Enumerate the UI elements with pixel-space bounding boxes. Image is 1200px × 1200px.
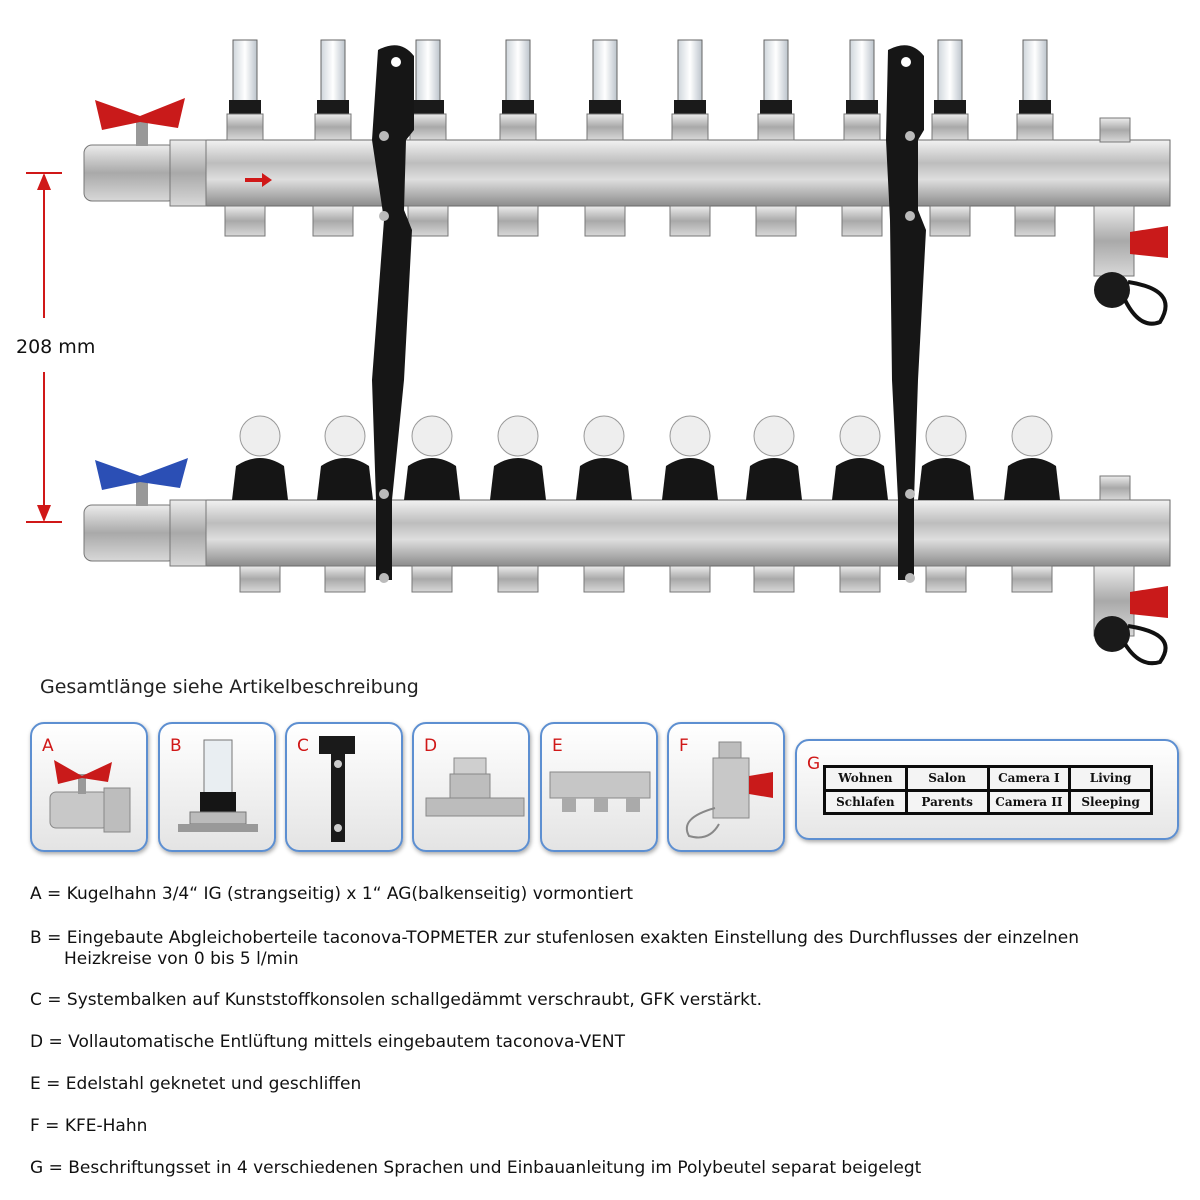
drain-valve-bottom	[1093, 475, 1168, 666]
thumbnail-letter: E	[552, 736, 563, 756]
legend-text: D = Vollautomatische Entlüftung mittels …	[30, 1032, 625, 1052]
legend-text: E = Edelstahl geknetet und geschliffen	[30, 1074, 362, 1094]
ball-valve-top	[83, 98, 207, 207]
thumbnail-letter: B	[170, 736, 182, 756]
label-cell: Camera II	[989, 791, 1069, 812]
label-cell: Camera I	[989, 768, 1069, 789]
thumbnail-ball-valve: A	[30, 722, 148, 852]
legend-item-b: B = Eingebaute Abgleichoberteile taconov…	[30, 928, 1190, 970]
thumbnail-letter: D	[424, 736, 438, 756]
dimension-label: 208 mm	[16, 336, 96, 358]
label-cell: Salon	[907, 768, 987, 789]
total-length-note: Gesamtlänge siehe Artikelbeschreibung	[40, 676, 419, 698]
legend-text: B = Eingebaute Abgleichoberteile taconov…	[30, 928, 1080, 948]
supply-bar	[204, 139, 1171, 207]
legend-item-f: F = KFE-Hahn	[30, 1116, 1190, 1137]
valve-caps	[232, 415, 1060, 593]
thumbnail-bracket: C	[285, 722, 403, 852]
thumbnail-drain-valve: F	[667, 722, 785, 852]
dimension-arrow	[26, 172, 62, 523]
manifold-photo	[26, 39, 1171, 666]
legend-text: C = Systembalken auf Kunststoffkonsolen …	[30, 990, 763, 1010]
thumbnail-letter: F	[679, 736, 689, 756]
return-bar	[204, 499, 1171, 567]
label-strip: Wohnen Salon Camera I Living Schlafen Pa…	[823, 765, 1153, 815]
legend-text: G = Beschriftungsset in 4 verschiedenen …	[30, 1158, 922, 1178]
thumbnail-flow-meter: B	[158, 722, 276, 852]
label-cell: Sleeping	[1071, 791, 1150, 812]
thumbnail-letter: C	[297, 736, 309, 756]
drain-valve-top	[1093, 117, 1168, 326]
thumbnail-letter: A	[42, 736, 54, 756]
thumbnail-letter: G	[807, 754, 821, 774]
label-cell: Living	[1071, 768, 1150, 789]
label-set-card: G Wohnen Salon Camera I Living Schlafen …	[795, 739, 1179, 840]
legend-item-g: G = Beschriftungsset in 4 verschiedenen …	[30, 1158, 1190, 1179]
thumbnail-steel-bar: E	[540, 722, 658, 852]
legend-item-d: D = Vollautomatische Entlüftung mittels …	[30, 1032, 1190, 1053]
legend-text-continuation: Heizkreise von 0 bis 5 l/min	[64, 949, 299, 969]
label-cell: Schlafen	[826, 791, 905, 812]
label-cell: Wohnen	[826, 768, 905, 789]
legend-text: F = KFE-Hahn	[30, 1116, 148, 1136]
ball-valve-bottom	[83, 458, 207, 567]
legend-item-e: E = Edelstahl geknetet und geschliffen	[30, 1074, 1190, 1095]
mounting-brackets	[372, 45, 926, 583]
flow-meters	[224, 39, 1056, 237]
legend-text: A = Kugelhahn 3/4“ IG (strangseitig) x 1…	[30, 884, 634, 904]
legend-item-c: C = Systembalken auf Kunststoffkonsolen …	[30, 990, 1190, 1011]
legend-item-a: A = Kugelhahn 3/4“ IG (strangseitig) x 1…	[30, 884, 1190, 905]
label-cell: Parents	[907, 791, 987, 812]
thumbnail-air-vent: D	[412, 722, 530, 852]
